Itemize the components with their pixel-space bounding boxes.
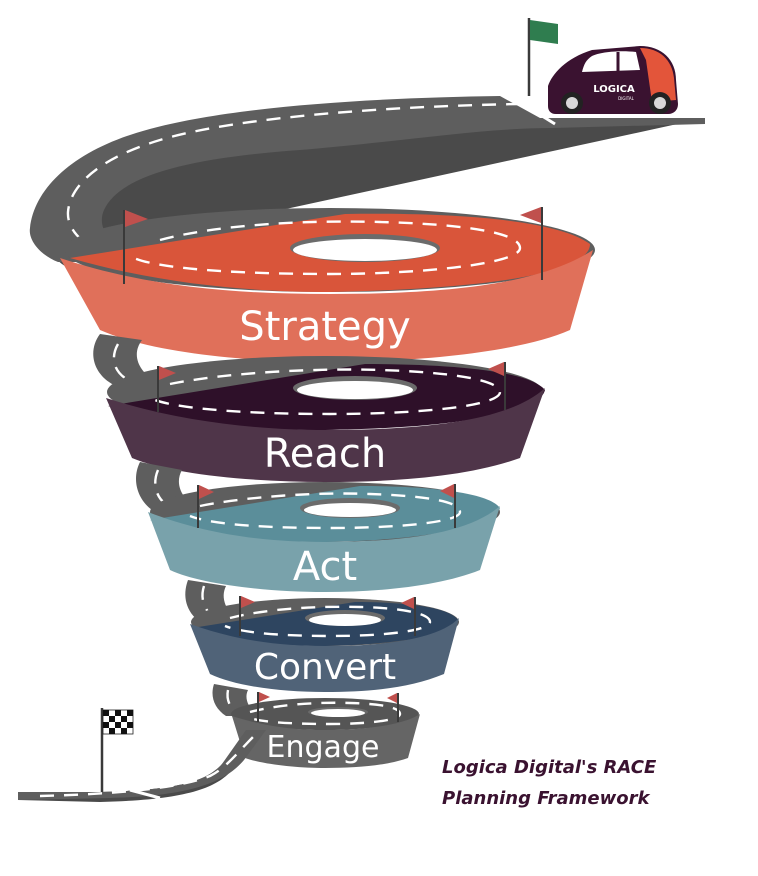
car-icon: LOGICA DIGITAL [548, 46, 678, 114]
caption-line-2: Planning Framework [442, 788, 650, 809]
band-act: Act [148, 482, 500, 592]
top-road [29, 94, 706, 272]
red-pennant-flag-icon [488, 362, 506, 410]
bottom-road [18, 730, 266, 802]
band-label-act: Act [293, 544, 357, 590]
red-pennant-flag-icon [123, 210, 148, 284]
red-pennant-flag-icon [197, 485, 214, 528]
red-pennant-flag-icon [387, 693, 399, 722]
caption-line-1: Logica Digital's RACE [442, 757, 657, 778]
band-label-convert: Convert [254, 647, 396, 688]
band-label-reach: Reach [264, 431, 386, 477]
car-logo-text: LOGICA [593, 84, 635, 95]
band-label-engage: Engage [267, 730, 380, 765]
band-strategy: Strategy [60, 207, 595, 362]
checkered-finish-flag-icon [100, 708, 134, 792]
red-pennant-flag-icon [257, 692, 270, 722]
red-pennant-flag-icon [440, 484, 456, 528]
band-label-strategy: Strategy [239, 304, 410, 350]
band-reach: Reach [106, 356, 545, 482]
red-pennant-flag-icon [239, 596, 255, 636]
band-engage: Engage [231, 692, 420, 768]
red-pennant-flag-icon [520, 207, 543, 280]
band-convert: Convert [190, 596, 459, 692]
green-start-flag-icon [527, 18, 558, 96]
red-pennant-flag-icon [401, 597, 416, 636]
red-pennant-flag-icon [157, 366, 176, 412]
diagram-caption: Logica Digital's RACE Planning Framework [442, 752, 742, 814]
car-logo-subtext: DIGITAL [618, 96, 634, 101]
